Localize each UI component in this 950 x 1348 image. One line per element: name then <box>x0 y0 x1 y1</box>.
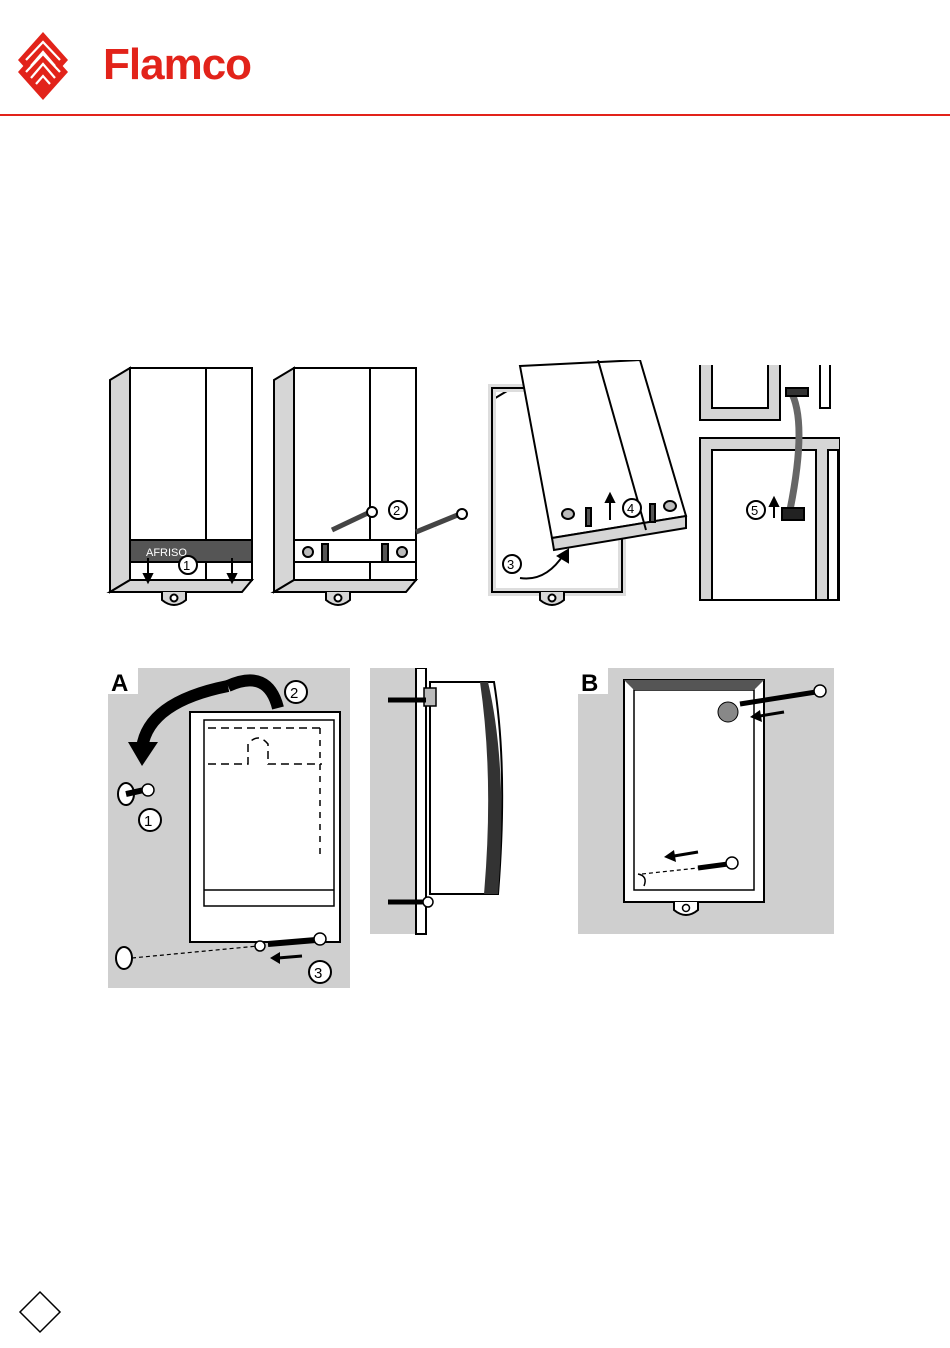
top-installation-figure: AFRISO 1 2 <box>100 360 840 610</box>
cable-connector-figure <box>700 365 840 600</box>
step-5-label: 5 <box>751 503 758 518</box>
brand-name: Flamco <box>103 40 251 90</box>
panel-a-label: A <box>111 670 128 697</box>
flamco-diamond-logo-icon <box>16 30 70 102</box>
device-brand-label: AFRISO <box>146 547 187 559</box>
step-3-label: 3 <box>507 557 514 572</box>
side-view-figure <box>370 668 502 934</box>
device-cover-tilt-figure <box>492 360 686 605</box>
page-header: Flamco <box>0 0 950 118</box>
panel-a-figure: A 2 1 3 <box>108 668 350 988</box>
step-1-label: 1 <box>183 558 190 573</box>
panel-b-figure: B <box>578 668 834 934</box>
panel-b-label: B <box>581 670 598 697</box>
step-4-label: 4 <box>627 501 634 516</box>
header-rule <box>0 114 950 116</box>
panel-a-step-3-label: 3 <box>314 965 322 982</box>
device-screws-figure <box>274 368 467 605</box>
step-2-label: 2 <box>393 503 400 518</box>
panel-a-step-2-label: 2 <box>290 685 298 702</box>
panel-a-step-1-label: 1 <box>144 813 152 830</box>
bottom-mounting-figure: A 2 1 3 <box>108 668 838 990</box>
diamond-outline-icon <box>18 1290 62 1334</box>
